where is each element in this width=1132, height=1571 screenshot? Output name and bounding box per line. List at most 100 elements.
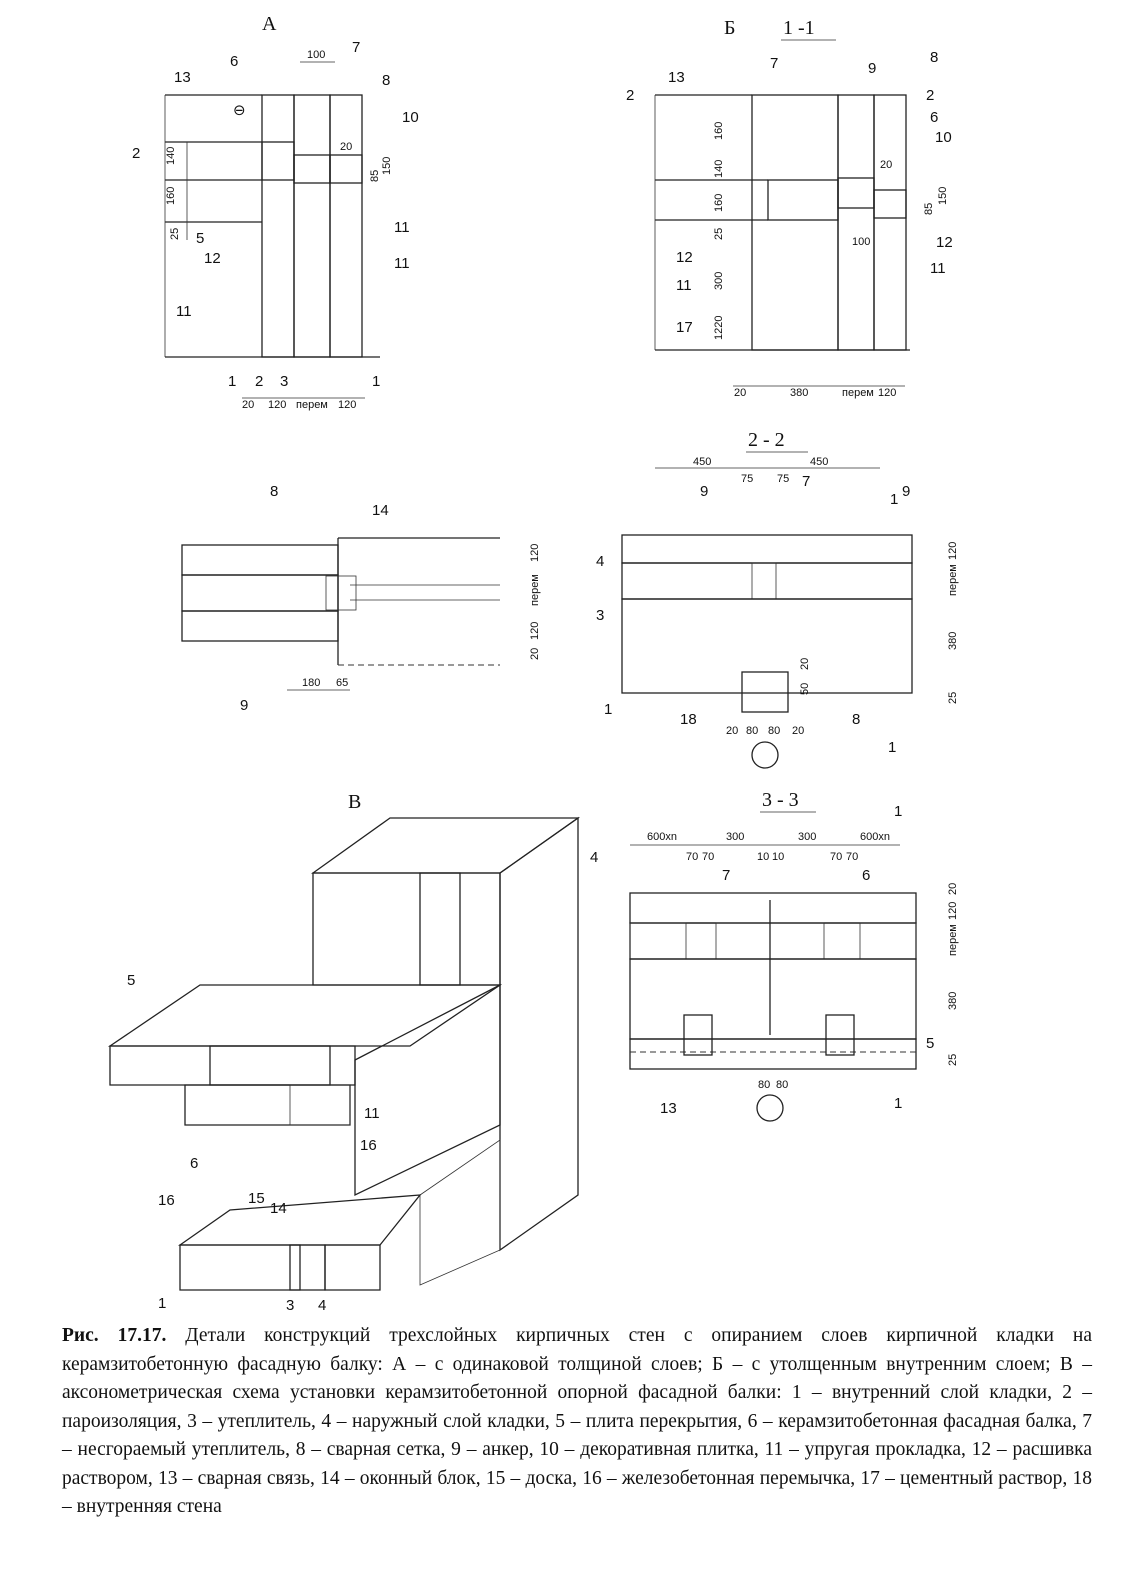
panel-b-title: Б bbox=[724, 17, 735, 39]
label-v-16r: 16 bbox=[360, 1137, 377, 1154]
dim-33-b80b: 80 bbox=[776, 1079, 788, 1091]
dim-33-300a: 300 bbox=[726, 831, 744, 843]
dim-22-75b: 75 bbox=[777, 473, 789, 485]
dim-b-r150: 150 bbox=[937, 187, 949, 205]
panel-v-title: В bbox=[348, 791, 361, 813]
label-22-7: 7 bbox=[802, 473, 810, 490]
dim-pl-per: перем bbox=[529, 574, 541, 606]
panel-b: Б 1 -1 2 2 13 7 9 8 6 10 12 11 17 12 11 … bbox=[626, 17, 953, 399]
label-a-8: 8 bbox=[382, 72, 390, 89]
dim-b-bper: перем bbox=[842, 387, 874, 399]
dim-22-75a: 75 bbox=[741, 473, 753, 485]
label-22-3: 3 bbox=[596, 607, 604, 624]
dim-pl-120b: 120 bbox=[529, 622, 541, 640]
label-v-15: 15 bbox=[248, 1190, 265, 1207]
dim-pl-120a: 120 bbox=[529, 544, 541, 562]
label-22-9r: 9 bbox=[902, 483, 910, 500]
dim-33-300b: 300 bbox=[798, 831, 816, 843]
dim-33-r25: 25 bbox=[947, 1054, 959, 1066]
dim-a-140: 140 bbox=[165, 147, 177, 165]
label-b-17: 17 bbox=[676, 319, 693, 336]
dim-33-70a: 70 bbox=[686, 851, 698, 863]
label-v-3: 3 bbox=[286, 1297, 294, 1310]
label-33-6: 6 bbox=[862, 867, 870, 884]
drawing-sheet: А 140 160 25 100 2 ⊖ 13 6 7 8 10 12 5 11… bbox=[107, 13, 959, 1310]
dim-a-r150: 150 bbox=[381, 157, 393, 175]
dim-a-r20: 20 bbox=[340, 141, 352, 153]
dim-22-r120: 120 bbox=[947, 542, 959, 560]
label-b-11: 11 bbox=[676, 277, 692, 294]
label-b-7: 7 bbox=[770, 55, 778, 72]
label-b-9: 9 bbox=[868, 60, 876, 77]
dim-b-b120: 120 bbox=[878, 387, 896, 399]
dim-33-70d: 70 bbox=[846, 851, 858, 863]
label-b-13: 13 bbox=[668, 69, 685, 86]
plan-left: 8 14 9 120 перем 120 20 180 65 bbox=[181, 483, 541, 714]
label-a-1: 1 bbox=[228, 373, 236, 390]
panel-a: А 140 160 25 100 2 ⊖ 13 6 7 8 10 12 5 11… bbox=[132, 13, 419, 411]
cut-mark-33-b: 1 bbox=[894, 1095, 902, 1112]
dim-33-70c: 70 bbox=[830, 851, 842, 863]
label-pl-14: 14 bbox=[372, 502, 389, 519]
dim-pl-20: 20 bbox=[529, 648, 541, 660]
dim-33-r120: 120 bbox=[947, 902, 959, 920]
label-22-18: 18 bbox=[680, 711, 697, 728]
label-v-16: 16 bbox=[158, 1192, 175, 1209]
dim-b-r85: 85 bbox=[923, 203, 935, 215]
dim-22-i20: 20 bbox=[799, 658, 811, 670]
label-a-1r: 1 bbox=[372, 373, 380, 390]
label-v-4: 4 bbox=[590, 849, 598, 866]
dim-b-160b: 160 bbox=[713, 194, 725, 212]
section-mark-a: 2 bbox=[132, 145, 140, 162]
dim-b-1220: 1220 bbox=[713, 316, 725, 340]
section-33-title: 3 - 3 bbox=[762, 789, 799, 811]
dim-22-450a: 450 bbox=[693, 456, 711, 468]
label-v-5: 5 bbox=[127, 972, 135, 989]
panel-b-section: 1 -1 bbox=[783, 17, 815, 39]
label-b-11r: 11 bbox=[930, 260, 946, 277]
section-3-3: 3 - 3 600xn 300 300 600xn 70 70 10 10 70… bbox=[629, 789, 959, 1122]
dim-33-70b: 70 bbox=[702, 851, 714, 863]
dim-b-r20: 20 bbox=[880, 159, 892, 171]
dim-a-bper: перем bbox=[296, 399, 328, 411]
label-22-8: 8 bbox=[852, 711, 860, 728]
section-2-2: 2 - 2 450 450 75 75 9 7 9 4 3 1 18 8 120… bbox=[596, 429, 959, 769]
dim-a-r85: 85 bbox=[369, 170, 381, 182]
label-b-8: 8 bbox=[930, 49, 938, 66]
label-33-13: 13 bbox=[660, 1100, 677, 1117]
label-22-4: 4 bbox=[596, 553, 604, 570]
dim-a-160: 160 bbox=[165, 187, 177, 205]
dim-33-r20: 20 bbox=[947, 883, 959, 895]
panel-v: В 4 5 11 6 16 16 15 14 1 3 4 bbox=[107, 791, 598, 1310]
cut-mark-22-b: 1 bbox=[888, 739, 896, 756]
label-b-6: 6 bbox=[930, 109, 938, 126]
dim-a-b20: 20 bbox=[242, 399, 254, 411]
label-a-12: 12 bbox=[204, 250, 221, 267]
dim-33-10a: 10 bbox=[757, 851, 769, 863]
dim-a-top: 100 bbox=[307, 49, 325, 61]
label-b-12: 12 bbox=[676, 249, 693, 266]
label-b-10: 10 bbox=[935, 129, 952, 146]
dim-b-25: 25 bbox=[713, 228, 725, 240]
dim-33-rper: перем bbox=[947, 924, 959, 956]
label-a-2: 2 bbox=[255, 373, 263, 390]
dim-22-b80b: 80 bbox=[768, 725, 780, 737]
dim-33-600b: 600xn bbox=[860, 831, 890, 843]
label-a-13: 13 bbox=[174, 69, 191, 86]
caption-lead: Рис. 17.17. bbox=[62, 1325, 167, 1346]
label-pl-8: 8 bbox=[270, 483, 278, 500]
dim-b-300: 300 bbox=[713, 272, 725, 290]
dim-a-b120r: 120 bbox=[338, 399, 356, 411]
dim-22-b20b: 20 bbox=[792, 725, 804, 737]
label-v-4b: 4 bbox=[318, 1297, 326, 1310]
label-b-12r: 12 bbox=[936, 234, 953, 251]
label-a-11: 11 bbox=[176, 303, 192, 320]
label-pl-9: 9 bbox=[240, 697, 248, 714]
label-a-3: 3 bbox=[280, 373, 288, 390]
dim-a-b120: 120 bbox=[268, 399, 286, 411]
label-a-7: 7 bbox=[352, 39, 360, 56]
cut-mark-33-t: 1 bbox=[894, 803, 902, 820]
section-mark-b-r: 2 bbox=[926, 87, 934, 104]
figure-caption: Рис. 17.17. Детали конструкций трехслойн… bbox=[62, 1322, 1092, 1522]
dim-22-450b: 450 bbox=[810, 456, 828, 468]
